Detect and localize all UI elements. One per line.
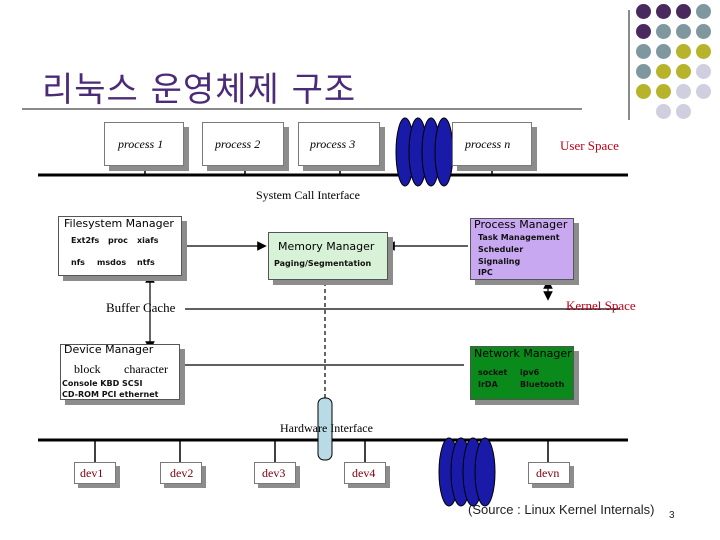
device-manager-title: Device Manager <box>64 343 154 356</box>
process-n-label: process n <box>465 137 511 151</box>
process-ellipsis-stack <box>395 117 454 187</box>
fs-item: Ext2fs <box>71 236 100 245</box>
title-divider <box>22 108 582 110</box>
network-item: IrDA <box>478 380 498 389</box>
memory-manager-box <box>268 232 388 280</box>
kernel-space-label: Kernel Space <box>566 298 636 313</box>
device-box-2 <box>160 462 202 484</box>
pm-item: Task Management <box>478 233 560 242</box>
device-items-line2: CD-ROM PCI ethernet <box>62 390 159 399</box>
device-label-n: devn <box>536 466 560 480</box>
fs-item: ntfs <box>137 258 155 267</box>
network-item: ipv6 <box>520 368 540 377</box>
decor-vertical-divider <box>628 10 630 120</box>
process-2-box <box>202 122 284 166</box>
buffer-cache-label: Buffer Cache <box>106 300 176 315</box>
process-1-box <box>104 122 184 166</box>
source-citation: (Source : Linux Kernel Internals) <box>468 502 655 517</box>
network-manager-box <box>470 346 574 400</box>
device-items-line1: Console KBD SCSI <box>62 379 143 388</box>
device-manager-box <box>60 344 180 400</box>
process-2-label: process 2 <box>215 137 261 151</box>
device-label-3: dev3 <box>262 466 286 480</box>
process-1-label: process 1 <box>118 137 164 151</box>
page-title: 리눅스 운영체제 구조 <box>42 70 357 110</box>
hardware-interface-bar <box>317 397 333 461</box>
process-3-box <box>298 122 380 166</box>
fs-item: xiafs <box>137 236 159 245</box>
pm-item: Signaling <box>478 257 521 266</box>
filesystem-manager-box <box>58 216 182 276</box>
network-item: Bluetooth <box>520 380 565 389</box>
pm-item: IPC <box>478 268 493 277</box>
system-call-interface-label: System Call Interface <box>256 188 360 202</box>
network-manager-title: Network Manager <box>474 347 572 360</box>
page-number: 3 <box>669 510 675 521</box>
device-label-1: dev1 <box>80 466 104 480</box>
device-character-label: character <box>124 362 168 376</box>
pm-item: Scheduler <box>478 245 524 254</box>
filesystem-manager-title: Filesystem Manager <box>64 217 174 230</box>
device-box-3 <box>254 462 296 484</box>
hardware-interface-label: Hardware Interface <box>280 421 373 435</box>
memory-manager-title: Memory Manager <box>278 240 375 253</box>
user-space-label: User Space <box>560 138 619 153</box>
device-ellipsis-stack <box>438 437 496 507</box>
process-n-box <box>452 122 532 166</box>
device-box-n <box>528 462 570 484</box>
network-item: socket <box>478 368 508 377</box>
process-manager-title: Process Manager <box>474 218 568 231</box>
device-box-4 <box>344 462 386 484</box>
process-3-label: process 3 <box>310 137 356 151</box>
fs-item: msdos <box>97 258 127 267</box>
device-label-2: dev2 <box>170 466 194 480</box>
process-manager-box <box>470 218 574 280</box>
fs-item: nfs <box>71 258 85 267</box>
memory-manager-sub: Paging/Segmentation <box>274 259 372 268</box>
device-box-1 <box>74 462 116 484</box>
decor-dot-grid <box>636 4 720 130</box>
device-label-4: dev4 <box>352 466 376 480</box>
device-block-label: block <box>74 362 101 376</box>
fs-item: proc <box>108 236 128 245</box>
